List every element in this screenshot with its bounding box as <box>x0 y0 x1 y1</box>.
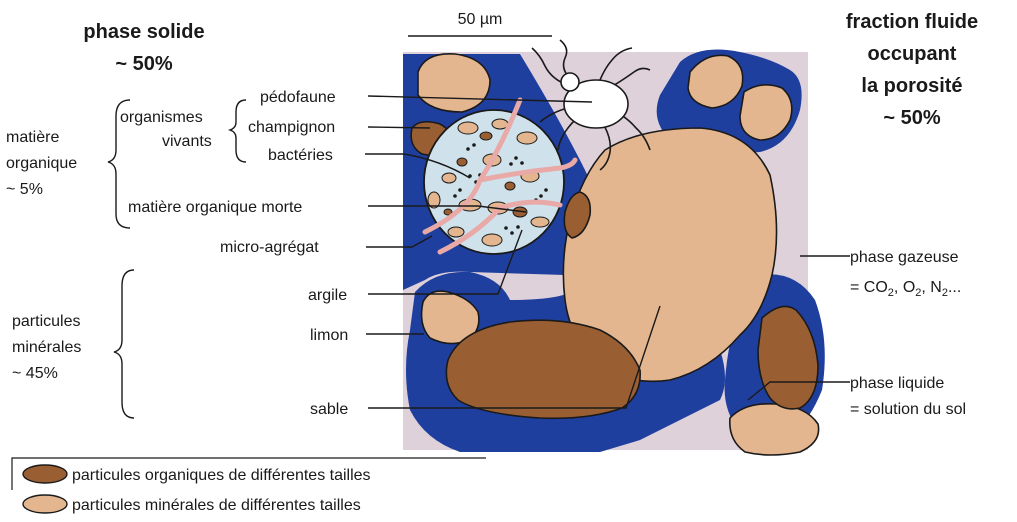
living-organisms-label: organismes <box>120 109 203 126</box>
legend: particules organiques de différentes tai… <box>12 458 486 514</box>
fluid-fraction-title: fraction fluide <box>846 11 978 33</box>
solid-phase-title: phase solide <box>83 21 204 43</box>
micro-aggregate <box>424 110 564 254</box>
solid-phase-percent: ~ 50% <box>115 53 172 75</box>
legend-mineral-swatch <box>23 495 67 513</box>
label-champignon: champignon <box>248 119 335 136</box>
mineral-particles-label: particules <box>12 313 80 330</box>
gas-phase-label: phase gazeuse <box>850 249 959 266</box>
mineral-particles-label-2: minérales <box>12 339 81 356</box>
organic-matter-percent: ~ 5% <box>6 181 43 198</box>
mineral-particles-percent: ~ 45% <box>12 365 58 382</box>
fluid-fraction-title-2: occupant <box>868 43 957 65</box>
liquid-phase-label: phase liquide <box>850 375 944 392</box>
legend-organic-label: particules organiques de différentes tai… <box>72 467 371 484</box>
label-bacteries: bactéries <box>268 147 333 164</box>
mineral-particles-brace <box>114 270 134 418</box>
fluid-fraction-percent: ~ 50% <box>883 107 940 129</box>
label-limon: limon <box>310 327 348 344</box>
leader-champignon <box>368 127 430 128</box>
organic-matter-label-2: organique <box>6 155 77 172</box>
label-pedofaune: pédofaune <box>260 89 336 106</box>
organic-matter-label: matière <box>6 129 59 146</box>
gas-phase-formula: = CO2, O2, N2... <box>850 279 961 299</box>
mineral-particle <box>730 404 819 455</box>
liquid-phase-formula: = solution du sol <box>850 401 966 418</box>
living-organisms-label-2: vivants <box>162 133 212 150</box>
mineral-particle <box>418 54 490 112</box>
living-organisms-brace <box>230 100 246 162</box>
fluid-fraction-title-3: la porosité <box>861 75 962 97</box>
scale-label: 50 µm <box>458 11 503 28</box>
label-micro-aggregate: micro-agrégat <box>220 239 319 256</box>
label-argile: argile <box>308 287 347 304</box>
label-dead-organic-matter: matière organique morte <box>128 199 302 216</box>
label-sable: sable <box>310 401 348 418</box>
legend-mineral-label: particules minérales de différentes tail… <box>72 497 361 514</box>
legend-organic-swatch <box>23 465 67 483</box>
